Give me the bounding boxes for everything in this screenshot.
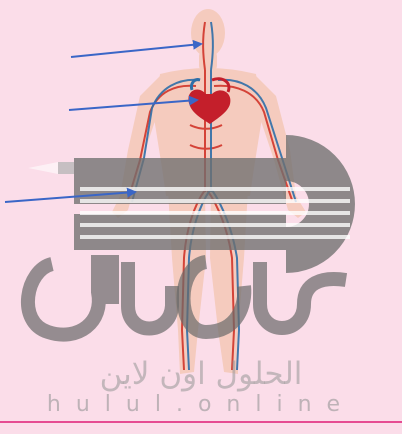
watermark-arabic-text: الحلول اون لاين <box>0 356 402 392</box>
pointer-arrow-1 <box>71 44 201 57</box>
bottom-accent-rule <box>0 421 402 423</box>
watermark-logo <box>28 158 350 335</box>
watermark-latin-text: hulul.online <box>0 392 402 417</box>
